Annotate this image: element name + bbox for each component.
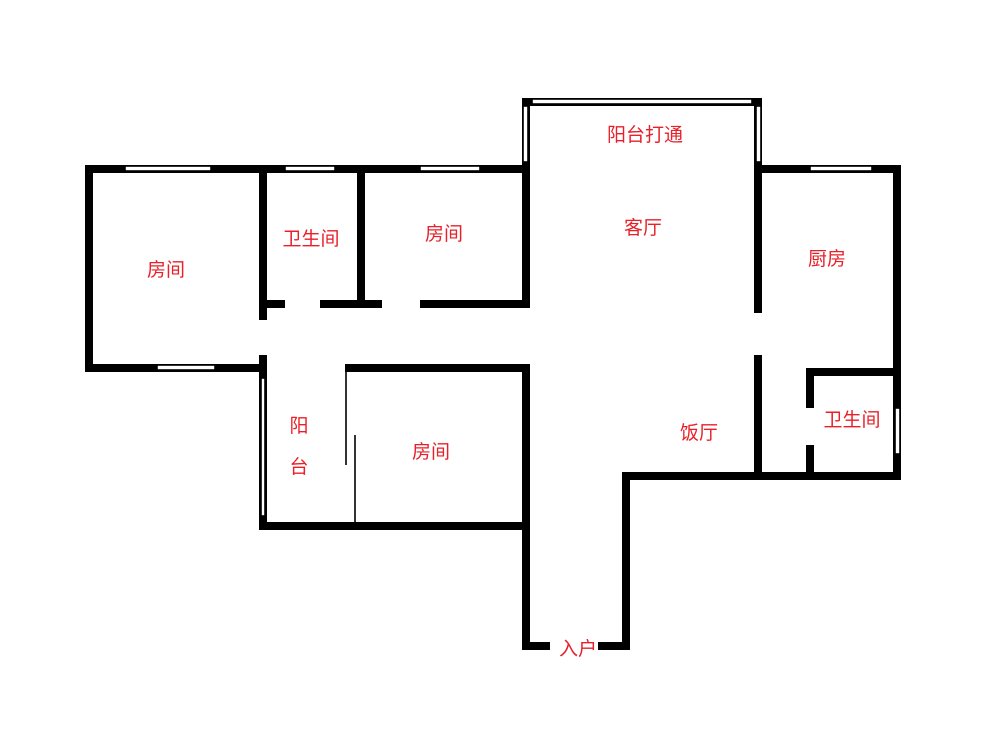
wall [622, 472, 630, 650]
label-bedroom-bottom: 房间 [412, 441, 450, 463]
label-balcony-char-1: 阳 [289, 415, 308, 437]
windows [124, 98, 901, 517]
window [809, 165, 873, 172]
window [531, 98, 753, 105]
label-entrance: 入户 [559, 638, 597, 660]
window [284, 165, 336, 172]
window [894, 407, 901, 455]
wall [622, 472, 901, 480]
wall [893, 165, 901, 480]
wall [420, 300, 530, 308]
window [156, 364, 216, 371]
wall [259, 300, 285, 308]
window [419, 165, 481, 172]
wall [522, 642, 550, 650]
partition-lines [345, 372, 356, 522]
label-bathroom-right: 卫生间 [823, 409, 880, 431]
wall [259, 165, 267, 320]
wall [345, 364, 530, 372]
label-bedroom-left: 房间 [147, 259, 185, 281]
label-balcony-char-2: 台 [289, 456, 308, 478]
walls [85, 98, 901, 650]
label-living-room: 客厅 [624, 217, 662, 239]
window [124, 165, 212, 172]
wall [85, 165, 93, 372]
wall [259, 522, 530, 530]
wall [754, 355, 762, 477]
label-bedroom-top-middle: 房间 [425, 223, 463, 245]
window [260, 377, 266, 517]
window [522, 105, 529, 163]
wall [806, 368, 814, 408]
label-balcony-opened: 阳台打通 [607, 124, 683, 146]
wall [806, 445, 814, 480]
window [755, 105, 762, 163]
wall [522, 100, 530, 308]
room-labels: 阳台打通 客厅 房间 卫生间 房间 厨房 阳 台 房间 饭厅 卫生间 入户 [147, 124, 881, 660]
label-dining-room: 饭厅 [680, 422, 718, 444]
wall [806, 368, 901, 376]
label-kitchen: 厨房 [808, 248, 846, 270]
wall [357, 165, 365, 308]
wall [522, 364, 530, 650]
wall [320, 300, 382, 308]
wall [598, 642, 630, 650]
wall [754, 165, 762, 313]
label-bathroom-top: 卫生间 [282, 228, 339, 250]
